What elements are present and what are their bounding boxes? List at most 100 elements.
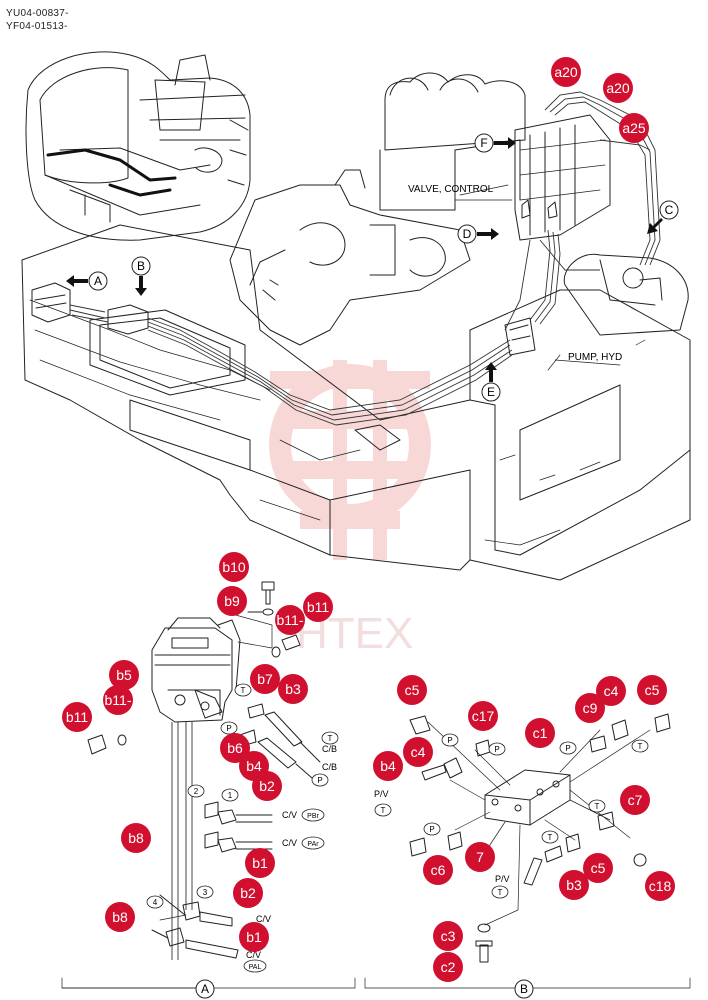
callout-c3: c3	[433, 921, 463, 951]
port-tag-label: T	[381, 806, 386, 815]
callout-label: c5	[405, 682, 420, 698]
callout-label: b2	[259, 778, 275, 794]
section-b-label: B	[514, 979, 534, 999]
port-tag-rt5: T	[374, 803, 392, 817]
callout-b11-d: b11	[62, 702, 92, 732]
label-pv-left: P/V	[374, 789, 389, 799]
view-letter-label: F	[480, 136, 487, 150]
callouts: a20a20a25b10b9b11-b11b5b11-b11b7b3b6b4b2…	[62, 57, 675, 982]
doc-code-2: YF04-01513-	[6, 21, 68, 32]
callout-label: c18	[649, 878, 672, 894]
callout-label: b3	[285, 681, 301, 697]
view-d: D	[457, 224, 499, 244]
section-a-detail	[61, 581, 356, 989]
callout-label: b2	[240, 885, 256, 901]
port-tag-rp4: P	[423, 822, 441, 836]
label-cv-par: C/V	[282, 838, 297, 848]
callout-b11-a: b11-	[275, 605, 305, 635]
port-tag-label: P	[565, 744, 570, 753]
label-pump-hyd: PUMP, HYD	[568, 352, 622, 363]
callout-c18: c18	[645, 871, 675, 901]
callout-label: b10	[222, 559, 246, 575]
callout-label: b1	[252, 855, 268, 871]
callout-a20-1: a20	[551, 57, 581, 87]
port-tag-rp3: P	[559, 741, 577, 755]
port-tag-p1: P	[220, 721, 238, 735]
callout-label: c4	[604, 683, 619, 699]
callout-label: b1	[246, 929, 262, 945]
callout-label: b8	[112, 909, 128, 925]
port-tag-label: P	[317, 776, 322, 785]
callout-c5-c: c5	[583, 853, 613, 883]
port-tag-label: P	[226, 724, 231, 733]
view-b: B	[131, 256, 151, 296]
section-letter: B	[520, 982, 528, 996]
label-pv-right: P/V	[495, 874, 510, 884]
port-tag-rt3: T	[541, 830, 559, 844]
callout-label: c2	[441, 959, 456, 975]
port-tag-label: PBr	[307, 813, 319, 820]
callout-label: c7	[628, 792, 643, 808]
port-tag-label: T	[595, 802, 600, 811]
callout-b10: b10	[219, 552, 249, 582]
view-a: A	[66, 271, 108, 291]
port-tag-rt2: T	[588, 799, 606, 813]
view-letter-label: A	[94, 274, 102, 288]
callout-b8-a: b8	[121, 823, 151, 853]
port-tag-par: PAr	[301, 836, 325, 850]
callout-label: c6	[431, 862, 446, 878]
callout-label: 7	[476, 849, 484, 865]
port-tag-label: 3	[203, 888, 208, 897]
label-cb-2: C/B	[322, 744, 337, 754]
view-c: C	[647, 200, 679, 234]
port-tag-t1: T	[234, 683, 252, 697]
callout-b6: b6	[220, 733, 250, 763]
label-valve-control: VALVE, CONTROL	[408, 184, 494, 195]
callout-c9: c9	[575, 693, 605, 723]
port-tag-label: T	[548, 833, 553, 842]
port-tag-rt1: T	[631, 739, 649, 753]
callout-label: b3	[566, 877, 582, 893]
callout-label: b8	[128, 830, 144, 846]
port-tag-rp1: P	[441, 733, 459, 747]
callout-c4-b: c4	[403, 737, 433, 767]
callout-label: a20	[554, 64, 578, 80]
callout-label: b11-	[105, 692, 132, 708]
port-tag-p2: P	[311, 773, 329, 787]
port-tag-label: 2	[194, 787, 199, 796]
callout-a20-2: a20	[603, 73, 633, 103]
port-tag-t2: T	[321, 731, 339, 745]
port-tag-label: T	[638, 742, 643, 751]
callout-b2-a: b2	[252, 771, 282, 801]
callout-b5: b5	[109, 660, 139, 690]
label-cv-pbr: C/V	[282, 810, 297, 820]
label-cb-1: C/B	[322, 762, 337, 772]
callout-label: c9	[583, 700, 598, 716]
callout-b1-a: b1	[245, 848, 275, 878]
callout-label: b6	[227, 740, 243, 756]
callout-label: b4	[380, 758, 396, 774]
callout-label: a25	[622, 120, 646, 136]
callout-c5-b: c5	[637, 675, 667, 705]
section-a-label: A	[195, 979, 215, 999]
label-cv-1: C/V	[256, 914, 271, 924]
port-tag-n2: 2	[187, 784, 205, 798]
callout-label: b9	[224, 593, 240, 609]
callout-c1: c1	[525, 718, 555, 748]
callout-label: c4	[411, 744, 426, 760]
section-letter: A	[201, 982, 209, 996]
callout-a25: a25	[619, 113, 649, 143]
port-tag-pbr: PBr	[301, 808, 325, 822]
callout-b2-b: b2	[233, 878, 263, 908]
callout-b3: b3	[278, 674, 308, 704]
callout-label: b11	[66, 709, 89, 725]
callout-n7: 7	[465, 842, 495, 872]
port-tag-n4: 4	[146, 895, 164, 909]
port-tag-rt4: T	[491, 885, 509, 899]
label-cv-2: C/V	[246, 950, 261, 960]
callout-b7: b7	[250, 664, 280, 694]
callout-label: c3	[441, 928, 456, 944]
callout-c4-a: c4	[596, 676, 626, 706]
